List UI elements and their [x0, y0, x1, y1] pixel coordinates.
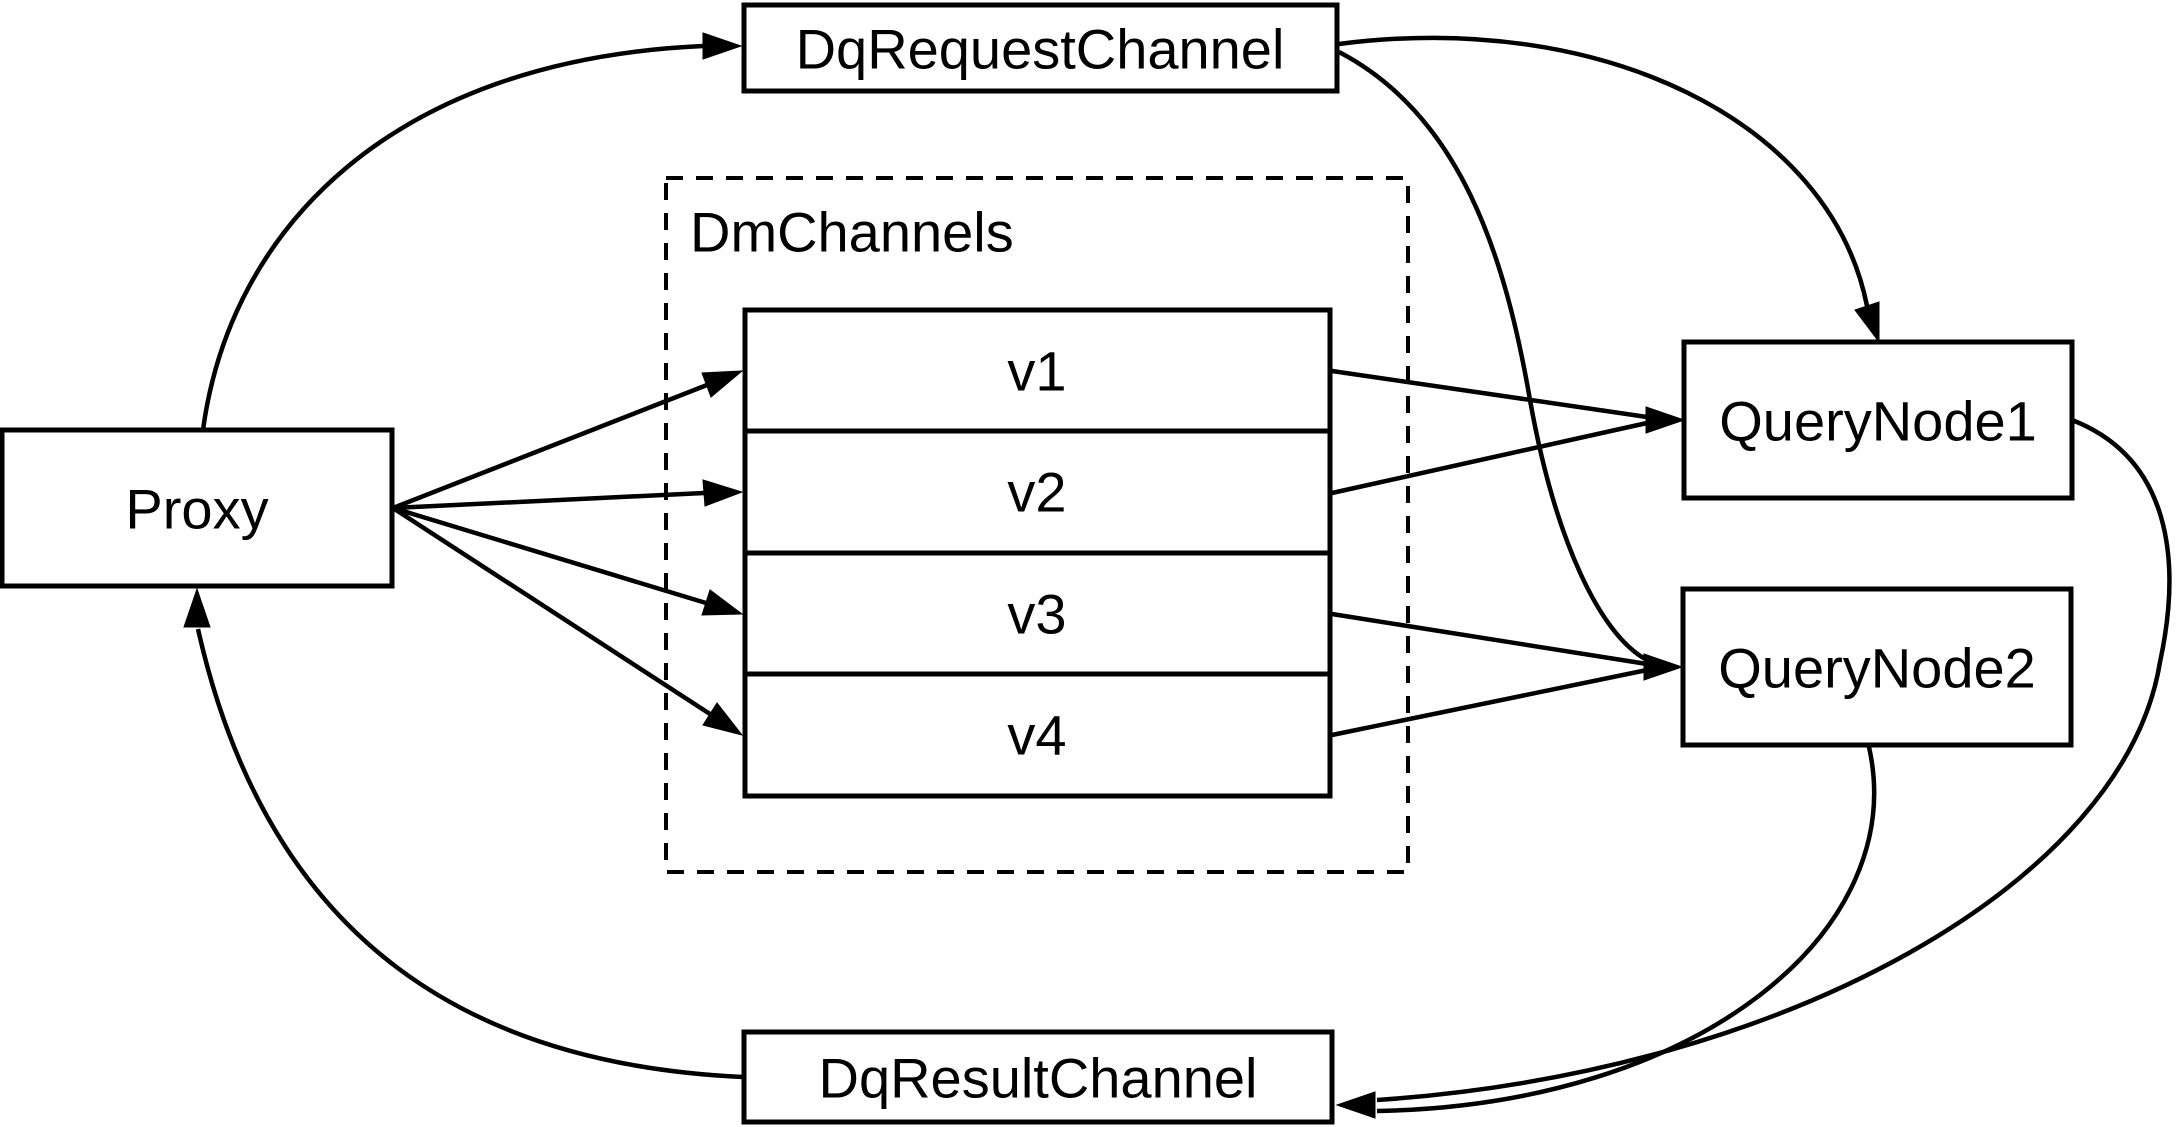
dm-channels-group: DmChannels v1 v2 v3 v4 [664, 176, 1410, 874]
querynode1-label: QueryNode1 [1719, 390, 2037, 453]
arrowheads [183, 32, 1880, 1119]
channel-v4-label: v4 [1007, 704, 1066, 767]
edge-v2-to-querynode1 [1331, 420, 1648, 496]
arrowhead-into-dqrequestchannel [702, 32, 743, 60]
arrowhead-into-querynode1-top [1854, 301, 1880, 344]
querynode1-box [1681, 339, 2075, 501]
node-dqresultchannel: DqResultChannel [741, 1029, 1335, 1125]
channel-v2-label: v2 [1007, 461, 1066, 524]
querynode2-label: QueryNode2 [1718, 637, 2036, 700]
edge-querynode2-to-dqresultchannel [1376, 746, 1877, 1114]
node-proxy: Proxy [0, 427, 395, 589]
arrowhead-into-dqresultchannel [1335, 1091, 1376, 1119]
dqrequestchannel-label: DqRequestChannel [796, 18, 1285, 81]
dm-channels-boundary [664, 176, 1410, 874]
edge-proxy-to-v2 [392, 490, 705, 511]
node-dqrequestchannel: DqRequestChannel [741, 2, 1340, 94]
dm-channels-label: DmChannels [690, 201, 1014, 264]
channel-v1-label: v1 [1007, 340, 1066, 403]
arrowhead-into-v3 [701, 589, 744, 616]
edges [195, 35, 2172, 1114]
dqresultchannel-box [741, 1029, 1335, 1125]
edge-v4-to-querynode2 [1331, 667, 1648, 738]
edge-proxy-to-dqrequestchannel [200, 43, 704, 431]
node-querynode2: QueryNode2 [1680, 586, 2074, 748]
edge-proxy-to-v3 [392, 505, 707, 606]
edge-querynode1-to-dqresultchannel [1376, 417, 2172, 1103]
edge-proxy-to-v4 [391, 506, 712, 716]
edge-v1-to-querynode1 [1331, 368, 1648, 420]
arrowhead-into-v2 [702, 479, 744, 507]
edge-v3-to-querynode2 [1331, 611, 1648, 667]
arrowhead-into-querynode2-left [1643, 653, 1684, 681]
edge-proxy-to-v1 [392, 382, 708, 511]
edge-dqrequestchannel-to-querynode2 [1337, 50, 1649, 662]
proxy-box [0, 427, 395, 589]
arrowhead-into-v4 [702, 702, 744, 736]
arrowhead-into-v1 [701, 370, 744, 398]
querynode2-box [1680, 586, 2074, 748]
dqrequestchannel-box [741, 2, 1340, 94]
channel-v3-label: v3 [1007, 583, 1066, 646]
node-querynode1: QueryNode1 [1681, 339, 2075, 501]
arrowhead-into-querynode1-left [1645, 406, 1686, 434]
dqresultchannel-label: DqResultChannel [819, 1047, 1258, 1110]
edge-dqresultchannel-to-proxy [195, 628, 744, 1080]
proxy-label: Proxy [125, 478, 268, 541]
arrowhead-into-proxy [183, 587, 211, 628]
edge-dqrequestchannel-to-querynode1 [1338, 35, 1870, 307]
